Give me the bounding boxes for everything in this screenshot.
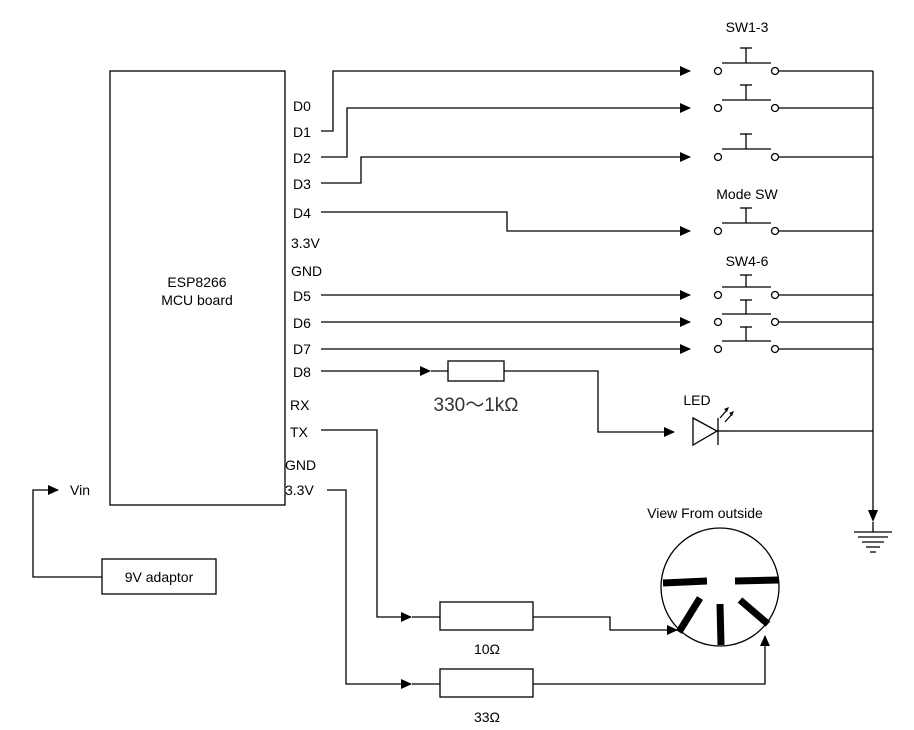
pin-gnd-a: GND bbox=[291, 263, 322, 279]
pin-d7: D7 bbox=[293, 341, 311, 357]
led-symbol bbox=[692, 407, 734, 447]
ground-bus bbox=[734, 70, 874, 512]
wire-d0 bbox=[321, 70, 690, 132]
wire-d3 bbox=[321, 156, 690, 184]
pin-d6: D6 bbox=[293, 315, 311, 331]
switch-sw4 bbox=[713, 274, 780, 300]
wire-vin bbox=[32, 489, 102, 578]
label-mode-sw: Mode SW bbox=[716, 186, 778, 202]
resistor-10 bbox=[439, 601, 534, 631]
ground-arrowhead bbox=[868, 510, 878, 522]
pin-3v3-a: 3.3V bbox=[291, 235, 320, 251]
ground-symbol bbox=[854, 522, 892, 553]
vin-arrowhead bbox=[48, 485, 59, 495]
pin-d8: D8 bbox=[293, 364, 311, 380]
label-sw4-6: SW4-6 bbox=[726, 253, 769, 269]
resistor-33-value: 33Ω bbox=[474, 709, 500, 725]
pin-d5: D5 bbox=[293, 288, 311, 304]
v33-arrowhead bbox=[401, 679, 412, 689]
connector-arrowhead-3v3 bbox=[760, 635, 770, 646]
tx-arrowhead bbox=[401, 612, 412, 622]
label-led: LED bbox=[683, 392, 710, 408]
wire-d4 bbox=[321, 211, 690, 232]
switch-sw6 bbox=[713, 326, 780, 354]
connector-arrowhead-tx bbox=[667, 625, 678, 635]
pin-d4: D4 bbox=[293, 205, 311, 221]
switch-sw3 bbox=[713, 133, 780, 162]
pin-gnd-b: GND bbox=[285, 457, 316, 473]
pin-3v3-b: 3.3V bbox=[285, 482, 314, 498]
label-vin: Vin bbox=[70, 482, 90, 498]
wire-tx bbox=[321, 429, 411, 618]
switch-sw2 bbox=[713, 84, 780, 113]
wire-d1 bbox=[321, 107, 690, 158]
resistor-33 bbox=[439, 668, 534, 698]
wire-3v3 bbox=[327, 489, 411, 685]
mcu-label-line2: MCU board bbox=[161, 292, 233, 308]
pin-tx: TX bbox=[290, 424, 309, 440]
wire-resistor-led bbox=[504, 370, 674, 433]
pin-d2: D2 bbox=[293, 150, 311, 166]
resistor-led bbox=[447, 360, 505, 382]
switch-sw5 bbox=[713, 299, 780, 327]
pin-d1: D1 bbox=[293, 124, 311, 140]
switch-sw1 bbox=[713, 47, 780, 76]
label-view-from-outside: View From outside bbox=[647, 505, 763, 521]
pin-d3: D3 bbox=[293, 176, 311, 192]
mcu-label-line1: ESP8266 bbox=[167, 274, 226, 290]
mcu-board bbox=[109, 70, 286, 506]
pin-rx: RX bbox=[290, 397, 310, 413]
d8-arrowhead bbox=[420, 366, 431, 376]
led-arrowhead bbox=[664, 427, 675, 437]
resistor-10-value: 10Ω bbox=[474, 641, 500, 657]
wire-10-connector bbox=[533, 616, 677, 631]
label-sw1-3: SW1-3 bbox=[726, 19, 769, 35]
switch-mode bbox=[713, 207, 780, 236]
adaptor-box bbox=[101, 558, 217, 595]
wire-33-connector bbox=[533, 636, 766, 685]
adaptor-label: 9V adaptor bbox=[125, 569, 194, 585]
pin-d0: D0 bbox=[293, 98, 311, 114]
connector-pins bbox=[662, 576, 780, 646]
switch-arrowheads bbox=[680, 66, 691, 354]
resistor-led-value: 330～1kΩ bbox=[434, 395, 519, 416]
